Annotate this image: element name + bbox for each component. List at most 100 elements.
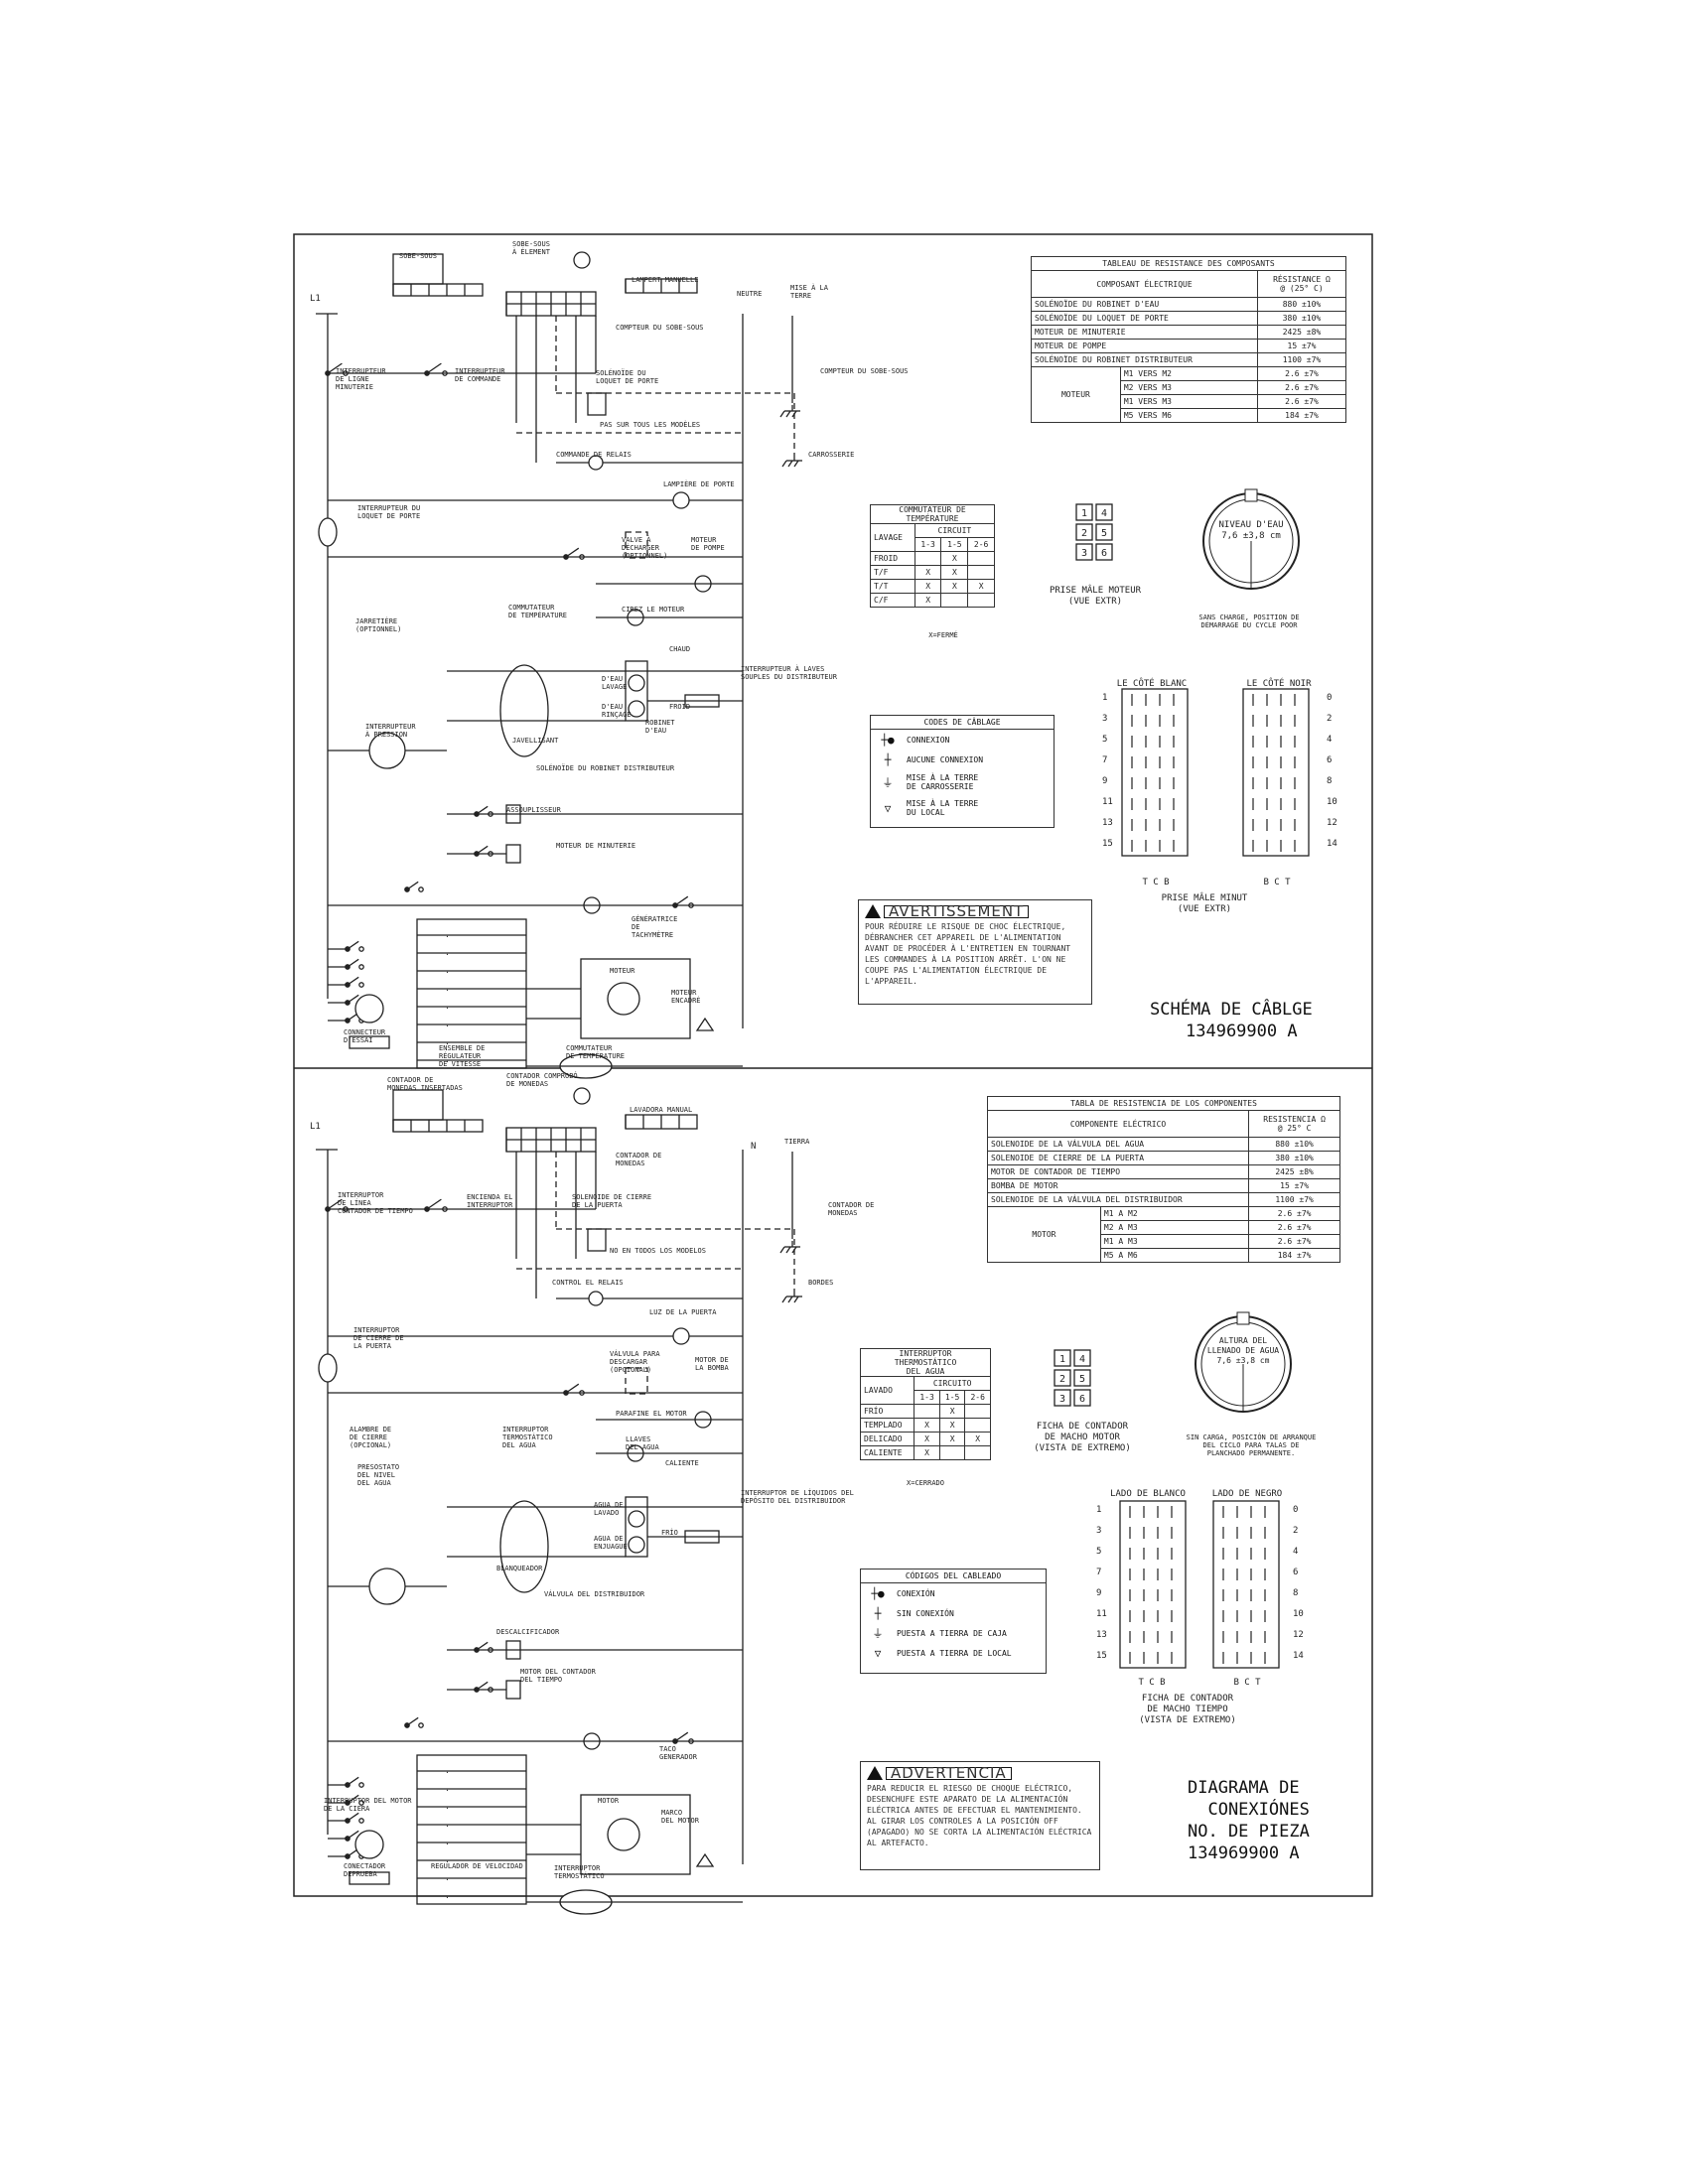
switch-contact xyxy=(688,1738,694,1744)
regulator-pin: · xyxy=(445,1057,450,1066)
switch-contact xyxy=(358,982,364,988)
text-cell: 2.6 ±7% xyxy=(1248,1220,1340,1235)
text-cell: 2.6 ±7% xyxy=(1248,1206,1340,1221)
timer-plug-pin-number: 11 xyxy=(1102,797,1113,807)
drain-valve-label: VALVE À DÉCHARGER (OPTIONNEL) xyxy=(622,536,668,560)
timer-motor-label: MOTEUR DE MINUTERIE xyxy=(556,842,636,850)
chassis-ground-icon: ⏚ xyxy=(882,776,894,789)
water-level-label: ALTURA DEL LLENADO DE AGUA 7,6 ±3,8 cm xyxy=(1206,1336,1280,1365)
door-lock-switch-label: INTERRUPTEUR DU LOQUET DE PORTE xyxy=(357,504,421,520)
hot-label: CHAUD xyxy=(669,645,691,653)
text-cell: 2.6 ±7% xyxy=(1256,394,1347,409)
wire xyxy=(779,410,785,418)
text-cell: 880 ±10% xyxy=(1256,297,1347,312)
text-cell: 1100 ±7% xyxy=(1256,352,1347,367)
pressure-switch-label: INTERRUPTEUR À PRESSION xyxy=(365,723,416,739)
motor-plug-pin xyxy=(1075,523,1093,541)
motor-plug-pin xyxy=(1054,1369,1071,1387)
timer-plug-pin-number: 12 xyxy=(1293,1630,1304,1640)
legend-item: ┼AUCUNE CONNEXION xyxy=(871,750,1054,769)
switch-contact xyxy=(343,1206,349,1212)
timer-plug-pin-number: 10 xyxy=(1293,1609,1304,1619)
text-cell: 2-6 xyxy=(967,537,995,552)
text-cell xyxy=(914,1404,940,1419)
text-cell: CIRCUITO xyxy=(914,1376,991,1391)
switch-contact xyxy=(358,1818,364,1824)
text-cell: 1-5 xyxy=(940,537,969,552)
regulator-pin: · xyxy=(445,986,450,995)
earth-ground-icon: ▽ xyxy=(884,801,892,815)
coin-lamp-icon xyxy=(573,1087,591,1105)
not-all-models-label: NO EN TODOS LOS MODELOS xyxy=(610,1247,706,1255)
test-connector-label: CONECTADOR DEPRUEBA xyxy=(344,1862,386,1878)
motor-plug-pin xyxy=(1075,543,1093,561)
pump-switch xyxy=(565,1383,580,1394)
text-cell: X xyxy=(938,1432,966,1446)
page-title: SCHÉMA DE CÂBLGE xyxy=(1150,1000,1313,1020)
line-l1-label: L1 xyxy=(310,1122,321,1132)
text-cell xyxy=(938,1445,966,1460)
text-cell xyxy=(967,593,995,608)
water-valve-label: ROBINET D'EAU xyxy=(645,719,675,735)
coin-counter-label: COMPTEUR DU SOBE-SOUS xyxy=(616,324,704,332)
switch-contact xyxy=(442,370,448,376)
connection-icon: ┼● xyxy=(881,733,895,747)
text-cell: TEMPLADO xyxy=(859,1418,915,1433)
ground-label: TIERRA xyxy=(784,1138,810,1146)
text-cell xyxy=(967,551,995,566)
timer-plug-pin-number: 8 xyxy=(1293,1588,1299,1598)
pump-switch xyxy=(565,547,580,558)
text-cell: MOTEUR xyxy=(1031,366,1121,423)
warning-word: AVERTISSEMENT xyxy=(884,903,1030,918)
timer-plug-pin-number: 9 xyxy=(1096,1588,1102,1598)
timer-plug-bottom-right: B C T xyxy=(1263,878,1291,887)
not-all-models-label: PAS SUR TOUS LES MODÈLES xyxy=(600,421,701,429)
text-cell: X xyxy=(967,579,995,594)
drain-valve xyxy=(625,531,648,559)
text-cell: 1100 ±7% xyxy=(1248,1192,1340,1207)
motor-plug-pin xyxy=(1054,1389,1071,1407)
timer-plug-pin-number: 6 xyxy=(1293,1568,1299,1577)
motor-label: MOTOR xyxy=(598,1797,620,1805)
text-cell: MOTEUR DE MINUTERIE xyxy=(1031,325,1258,340)
timer-plug-pin-number: 8 xyxy=(1327,776,1333,786)
schematic-wires-bottom: ········ xyxy=(316,1087,802,1915)
text-cell: AUCUNE CONNEXION xyxy=(907,754,984,764)
wire xyxy=(787,1296,793,1303)
chassis-ground-icon: ⏚ xyxy=(872,1627,884,1640)
bleach-switch xyxy=(476,1641,489,1651)
warning-text: PARA REDUCIR EL RIESGO DE CHOQUE ELÉCTRI… xyxy=(867,1784,1092,1847)
legend-title: CODES DE CÂBLAGE xyxy=(871,716,1054,730)
text-cell: X xyxy=(914,593,942,608)
regulator-switch xyxy=(347,958,359,968)
speed-regulator-label: ENSEMBLE DE RÉGULATEUR DE VITESSE xyxy=(439,1044,486,1068)
timer-plug-pin-number: 3 xyxy=(1096,1526,1102,1536)
motor-frame-label: MOTEUR ENCADRÉ xyxy=(671,989,701,1005)
text-cell: SOLÉNOÏDE DU LOQUET DE PORTE xyxy=(1031,311,1258,326)
coin-feed-label: SOBE-SOUS À ÉLEMENT xyxy=(512,240,550,256)
temperature-switch-label-2: COMMUTATEUR DE TEMPÉRATURE xyxy=(566,1044,626,1060)
text-cell: SOLÉNOÏDE DU ROBINET DISTRIBUTEUR xyxy=(1031,352,1258,367)
line-switch xyxy=(327,1198,343,1210)
motor-plug-caption: PRISE MÂLE MOTEUR (VUE EXTR) xyxy=(1049,586,1142,607)
temperature-switch-body xyxy=(499,1500,549,1593)
softener-label: ASSOUPLISSEUR xyxy=(506,806,561,814)
component-resistance-table-es: TABLA DE RESISTENCIA DE LOS COMPONENTES … xyxy=(986,1096,1340,1263)
door-light-label: LUZ DE LA PUERTA xyxy=(649,1308,717,1316)
regulator-pin: · xyxy=(445,950,450,959)
text-cell: LAVADO xyxy=(859,1376,915,1405)
text-cell: X xyxy=(938,1418,966,1433)
wire xyxy=(791,410,797,418)
timer-plug-pin-number: 6 xyxy=(1327,755,1333,765)
text-cell: X xyxy=(964,1432,991,1446)
timer-plug-pin-number: 3 xyxy=(1102,714,1108,724)
cabinet-ground-label: BORDES xyxy=(808,1279,834,1287)
door-lock-solenoid xyxy=(587,1228,607,1252)
motor-plug-pin-number: 3 xyxy=(1081,548,1087,559)
coin-counter-label-2: COMPTEUR DU SOBE-SOUS xyxy=(820,367,909,375)
